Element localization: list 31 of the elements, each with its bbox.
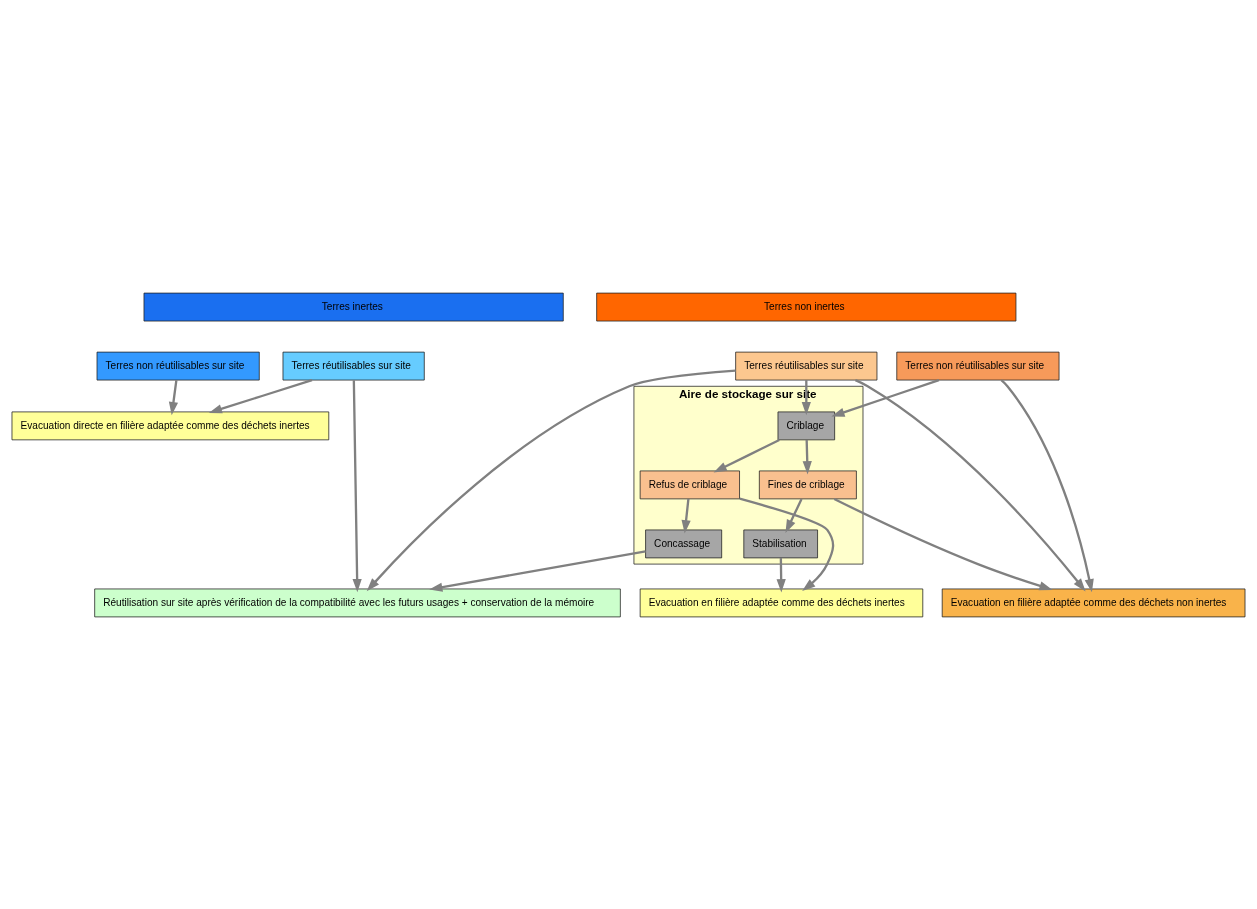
node-box: Terres inertes bbox=[143, 292, 564, 321]
node-box: Terres non réutilisables sur site bbox=[896, 351, 1060, 380]
arrow bbox=[833, 497, 1053, 590]
arrow bbox=[801, 379, 811, 415]
node-box: Evacuation en filière adaptée comme des déchets non inertes bbox=[941, 588, 1246, 617]
node-box: Réutilisation sur site après vérification de la compatibilité avec les futurs usages + conservation de la mémoire bbox=[94, 588, 621, 617]
node-box: Fines de criblage bbox=[758, 470, 857, 499]
node-box: Terres non réutilisables sur site bbox=[96, 351, 260, 380]
arrow bbox=[854, 378, 1086, 592]
arrow bbox=[168, 379, 179, 415]
node-box: Stabilisation bbox=[743, 529, 818, 558]
arrow bbox=[1000, 378, 1094, 592]
node-box: Terres réutilisables sur site bbox=[735, 351, 878, 380]
node-box: Concassage bbox=[645, 529, 723, 558]
arrow bbox=[802, 439, 812, 474]
node-box: Evacuation directe en filière adaptée comme des déchets inertes bbox=[11, 411, 330, 440]
arrow bbox=[352, 379, 362, 592]
arrow bbox=[785, 498, 803, 533]
node-box: Evacuation en filière adaptée comme des déchets inertes bbox=[639, 588, 924, 617]
node-box: Refus de criblage bbox=[639, 470, 740, 499]
arrow bbox=[429, 549, 646, 592]
arrow bbox=[776, 557, 786, 592]
arrow bbox=[366, 368, 736, 591]
node-box: Criblage bbox=[777, 411, 836, 440]
arrow bbox=[713, 438, 780, 472]
arrow bbox=[208, 378, 313, 413]
arrow bbox=[681, 498, 691, 533]
arrow bbox=[831, 378, 940, 417]
arrow bbox=[739, 497, 835, 591]
node-box: Terres non inertes bbox=[596, 292, 1017, 321]
node-box: Terres réutilisables sur site bbox=[282, 351, 425, 380]
